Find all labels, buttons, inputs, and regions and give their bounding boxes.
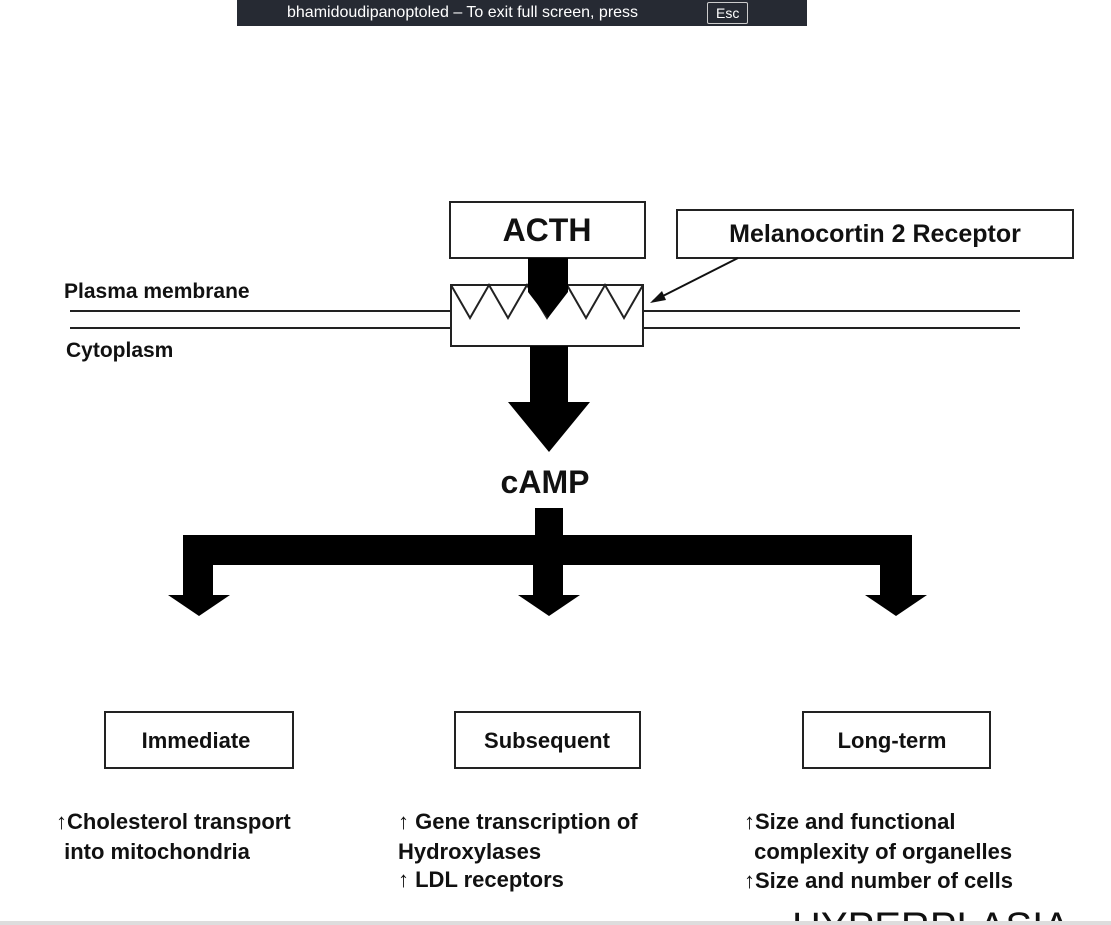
camp-label: cAMP: [501, 464, 590, 500]
fullscreen-notice-bar: bhamidoudipanoptoled – To exit full scre…: [237, 0, 807, 26]
subsequent-effect: Hydroxylases: [398, 839, 541, 864]
long-term-effect: ↑Size and number of cells: [744, 868, 1013, 893]
immediate-box: [104, 711, 294, 769]
arrow-long-term: [865, 565, 927, 616]
acth-binding-arrow: [528, 258, 568, 318]
long-term-box: [802, 711, 991, 769]
branch-bar: [183, 535, 912, 565]
subsequent-effect: ↑ Gene transcription of: [398, 809, 638, 834]
receptor-pointer-line: [652, 257, 739, 302]
long-term-label: Long-term: [838, 728, 947, 753]
fullscreen-message: bhamidoudipanoptoled – To exit full scre…: [287, 4, 639, 21]
receptor-box: [676, 209, 1074, 259]
receptor-zigzag: [450, 282, 644, 321]
subsequent-box: [454, 711, 641, 769]
camp-stem: [535, 508, 563, 538]
acth-label: ACTH: [503, 212, 592, 248]
long-term-effect: complexity of organelles: [748, 839, 1012, 864]
bottom-edge: [0, 921, 1111, 925]
long-term-effect: ↑Size and functional: [744, 809, 955, 834]
receptor-label: Melanocortin 2 Receptor: [729, 220, 1021, 248]
receptor-pointer-arrowhead: [650, 291, 666, 303]
subsequent-label: Subsequent: [484, 728, 611, 753]
branch-arrows: [168, 508, 927, 616]
plasma-membrane-label: Plasma membrane: [64, 280, 250, 303]
arrow-subsequent: [518, 565, 580, 616]
cytoplasm-label: Cytoplasm: [66, 339, 173, 362]
hyperplasia-outcome: →HYPERPLASIA: [752, 905, 1070, 925]
immediate-effect: into mitochondria: [58, 839, 251, 864]
arrow-immediate: [168, 565, 230, 616]
esc-key-hint: Esc: [707, 2, 749, 24]
immediate-label: Immediate: [142, 728, 251, 753]
signal-arrow: [508, 346, 590, 452]
acth-box: [449, 201, 646, 259]
immediate-effect: ↑Cholesterol transport: [56, 809, 291, 834]
subsequent-effect: ↑ LDL receptors: [398, 867, 564, 892]
